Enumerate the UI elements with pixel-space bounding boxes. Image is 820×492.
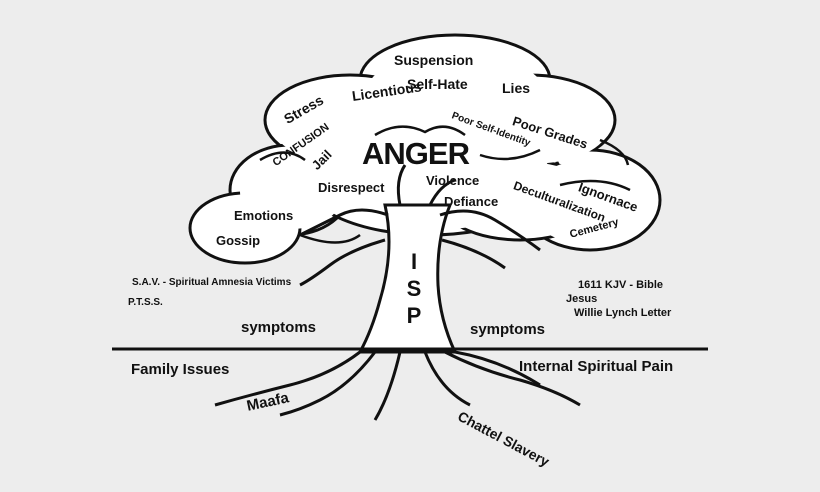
canopy-fill	[201, 54, 650, 255]
label-family-issues: Family Issues	[131, 361, 230, 378]
word-anger: ANGER	[362, 136, 470, 171]
note-sav: S.A.V. - Spiritual Amnesia Victims	[132, 277, 292, 288]
roots	[214, 350, 581, 421]
trunk-label-isp: ISP	[406, 249, 422, 328]
word-violence: Violence	[426, 173, 480, 188]
word-disrespect: Disrespect	[318, 180, 385, 195]
note-willie-lynch: Willie Lynch Letter	[574, 307, 672, 319]
word-emotions: Emotions	[234, 208, 294, 223]
trunk	[357, 203, 458, 354]
word-suspension: Suspension	[394, 52, 474, 68]
note-jesus: Jesus	[566, 293, 598, 305]
word-lies: Lies	[502, 80, 531, 96]
word-defiance: Defiance	[444, 194, 499, 209]
note-ptss: P.T.S.S.	[128, 297, 163, 308]
label-symptoms-left: symptoms	[241, 319, 317, 336]
word-gossip: Gossip	[216, 233, 261, 248]
branches	[299, 164, 541, 287]
note-kjv: 1611 KJV - Bible	[578, 279, 663, 291]
label-symptoms-right: symptoms	[470, 321, 546, 338]
canopy-details	[259, 125, 631, 244]
label-internal-pain: Internal Spiritual Pain	[519, 358, 674, 375]
word-self-hate: Self-Hate	[407, 76, 468, 92]
